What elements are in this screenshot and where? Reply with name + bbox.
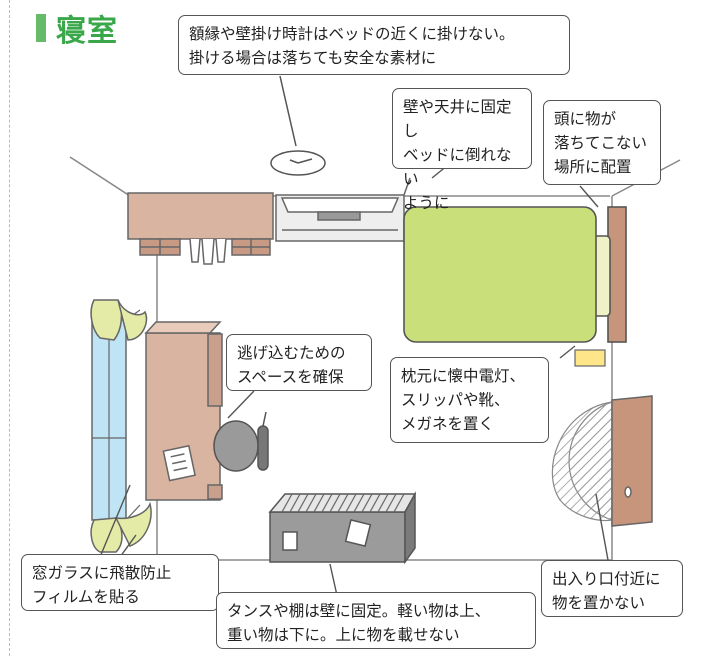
curtains — [90, 299, 152, 553]
desk — [144, 321, 223, 501]
chair-icon — [213, 411, 269, 472]
window — [91, 309, 141, 521]
wall-clock-icon — [270, 75, 326, 176]
air-conditioner — [275, 177, 411, 242]
callout-bedside: 枕元に懐中電灯、 スリッパや靴、 メガネを置く — [390, 357, 549, 443]
callout-entrance: 出入り口付近に 物を置かない — [541, 560, 683, 617]
callout-bed-head: 頭に物が 落ちてこない 場所に配置 — [543, 100, 661, 185]
title-bar-icon — [36, 14, 46, 42]
bed — [403, 206, 627, 343]
page-title-text: 寝室 — [56, 14, 118, 49]
leader-lines — [99, 164, 609, 601]
door-swing-arc — [551, 401, 613, 522]
page-title: 寝室 — [36, 10, 118, 49]
callout-wall-clock: 額縁や壁掛け時計はベッドの近くに掛けない。 掛ける場合は落ちても安全な素材に — [178, 15, 570, 75]
flashlight-icon — [574, 349, 606, 367]
callout-escape-space: 逃げ込むための スペースを確保 — [226, 334, 372, 391]
callout-window-film: 窓ガラスに飛散防止 フィルムを貼る — [21, 554, 219, 611]
upper-cabinet — [127, 192, 274, 265]
callout-ac-fix: 壁や天井に固定し ベッドに倒れない ように — [392, 88, 532, 212]
callout-furniture-fix: タンスや棚は壁に固定。軽い物は上、 重い物は下に。上に物を載せない — [216, 592, 536, 649]
left-dashed-border — [9, 0, 10, 656]
door — [611, 395, 653, 527]
chest-of-drawers — [268, 491, 417, 565]
